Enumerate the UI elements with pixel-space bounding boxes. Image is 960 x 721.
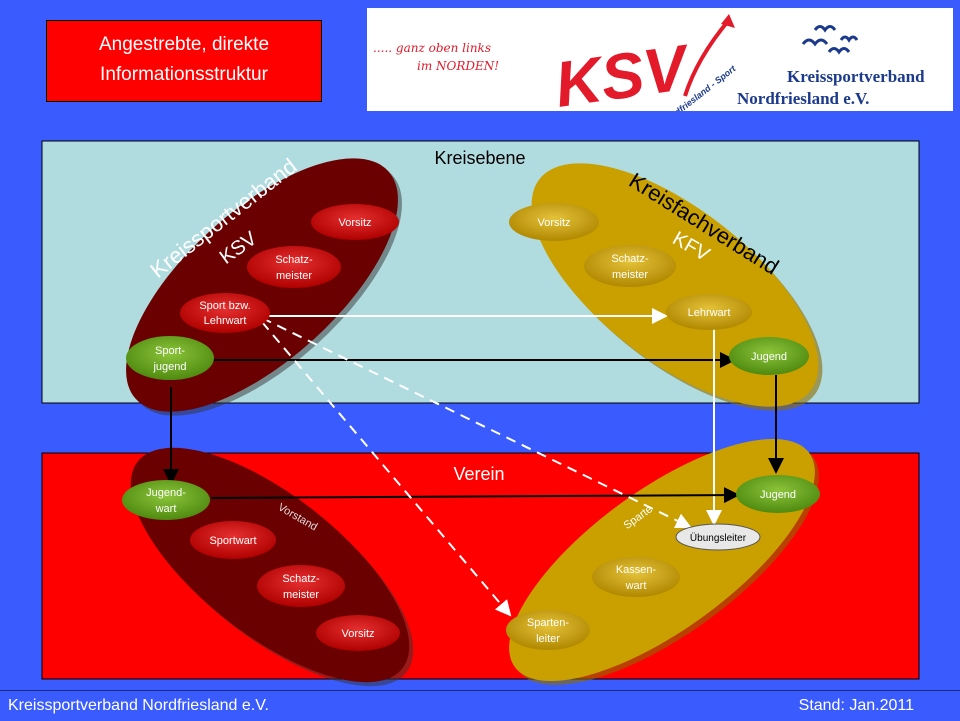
kfv-vorsitz-node: Vorsitz xyxy=(509,203,599,241)
svg-text:Lehrwart: Lehrwart xyxy=(204,315,247,327)
svg-text:meister: meister xyxy=(276,270,312,282)
kfv-schatzmeister-node: Schatz- meister xyxy=(584,245,676,287)
svg-text:Übungsleiter: Übungsleiter xyxy=(690,532,747,544)
svg-text:Jugend: Jugend xyxy=(751,351,787,363)
sparte-jugend-node: Jugend xyxy=(736,475,820,513)
logo-arrow-head-icon xyxy=(721,14,735,28)
svg-text:meister: meister xyxy=(612,269,648,281)
sparte-uebungsleiter-node: Übungsleiter xyxy=(675,523,761,551)
logo-arrow-icon xyxy=(683,18,731,97)
svg-text:Schatz-: Schatz- xyxy=(275,254,313,266)
arrow-lehrwart-to-spartenleiter-dashed xyxy=(261,321,512,617)
svg-text:wart: wart xyxy=(625,580,647,592)
logo-slogan-line-1: ..... ganz oben links xyxy=(373,41,491,55)
vorstand-schatzmeister-node: Schatz- meister xyxy=(257,565,345,607)
arrow-lehrwart-to-uebungsleiter-dashed xyxy=(261,317,692,529)
svg-text:leiter: leiter xyxy=(536,633,560,645)
flying-birds-icon xyxy=(801,25,859,55)
footer-bar: Kreissportverband Nordfriesland e.V. Sta… xyxy=(0,690,960,721)
title-line-2: Informationsstruktur xyxy=(100,64,268,85)
svg-text:Jugend: Jugend xyxy=(760,489,796,501)
information-structure-diagram: Kreisebene Verein Kreissportverband KSV … xyxy=(41,140,920,687)
svg-text:Vorsitz: Vorsitz xyxy=(537,217,570,229)
title-line-1: Angestrebte, direkte xyxy=(98,34,270,55)
kfv-jugend-node: Jugend xyxy=(729,337,809,375)
svg-text:wart: wart xyxy=(155,503,177,515)
title-box: Angestrebte, direkte Informationsstruktu… xyxy=(46,20,322,102)
svg-text:meister: meister xyxy=(283,589,319,601)
svg-text:Jugend-: Jugend- xyxy=(146,487,186,499)
sparte-kassenwart-node: Kassen- wart xyxy=(592,557,680,597)
svg-text:Lehrwart: Lehrwart xyxy=(688,307,731,319)
svg-text:Vorsitz: Vorsitz xyxy=(341,628,374,640)
vorstand-vorsitz-node: Vorsitz xyxy=(316,615,400,651)
vorstand-jugendwart-node: Jugend- wart xyxy=(122,480,210,520)
logo-slogan-line-2: im NORDEN! xyxy=(417,59,499,73)
svg-text:Vorsitz: Vorsitz xyxy=(338,217,371,229)
svg-text:Sportwart: Sportwart xyxy=(209,535,256,547)
svg-text:Schatz-: Schatz- xyxy=(282,573,320,585)
footer-date: Stand: Jan.2011 xyxy=(798,697,914,714)
kfv-lehrwart-node: Lehrwart xyxy=(666,294,752,330)
ksv-logo-banner: ..... ganz oben links im NORDEN! KSV Nor… xyxy=(367,8,953,127)
ksv-schatzmeister-node: Schatz- meister xyxy=(247,246,341,288)
svg-text:Kassen-: Kassen- xyxy=(616,564,657,576)
kreisebene-label: Kreisebene xyxy=(434,148,525,168)
footer-organization: Kreissportverband Nordfriesland e.V. xyxy=(8,697,269,714)
ksv-lehrwart-node: Sport bzw. Lehrwart xyxy=(180,293,270,333)
arrow-jugendwart-to-sparte-jugend xyxy=(210,487,740,504)
svg-text:Sparten-: Sparten- xyxy=(527,617,570,629)
verein-label: Verein xyxy=(453,464,504,484)
svg-text:Schatz-: Schatz- xyxy=(611,253,649,265)
ksv-vorsitz-node: Vorsitz xyxy=(311,204,399,240)
logo-org-line-1: Kreissportverband xyxy=(787,67,925,86)
ksv-sportjugend-node: Sport- jugend xyxy=(126,336,214,380)
sparte-spartenleiter-node: Sparten- leiter xyxy=(506,610,590,650)
logo-org-line-2: Nordfriesland e.V. xyxy=(737,89,869,108)
svg-text:jugend: jugend xyxy=(152,361,186,373)
svg-text:Sport-: Sport- xyxy=(155,345,185,357)
vorstand-sportwart-node: Sportwart xyxy=(190,521,276,559)
svg-text:Sport bzw.: Sport bzw. xyxy=(199,300,250,312)
